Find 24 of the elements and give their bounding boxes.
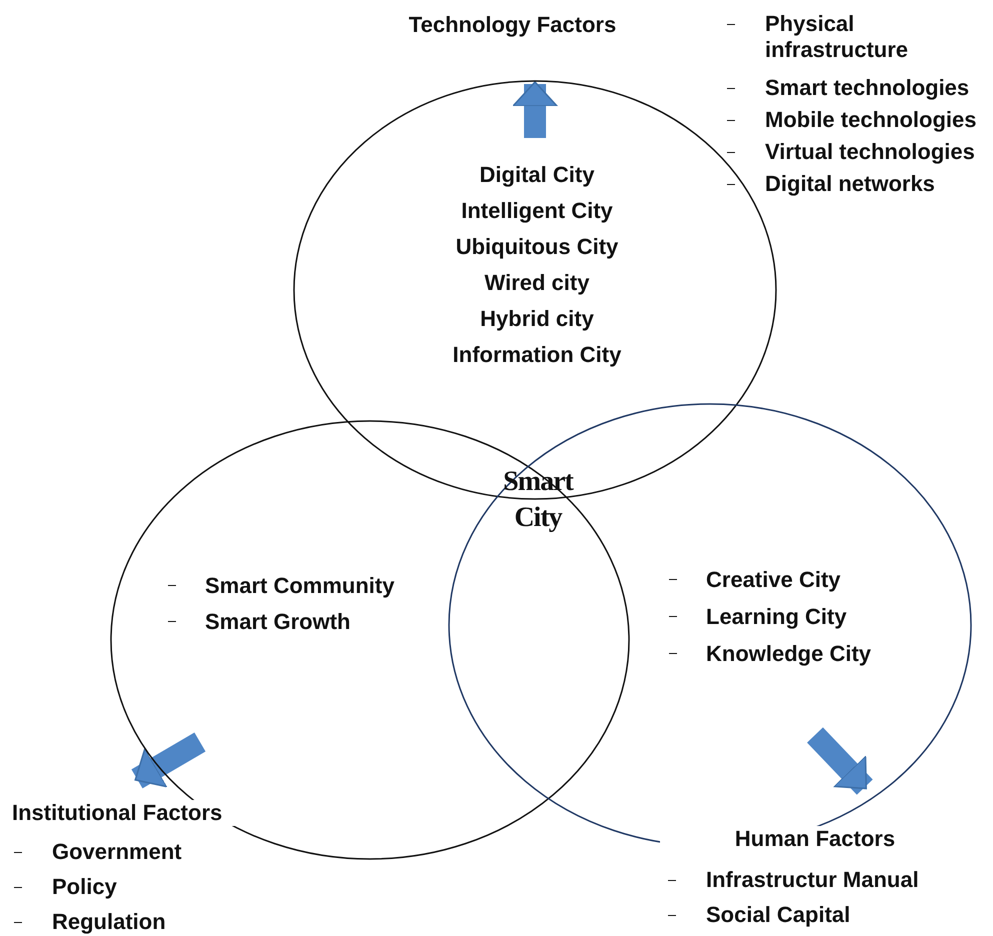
factor-item-text: Infrastructur Manual xyxy=(706,867,919,893)
circle-item-text: Intelligent City xyxy=(460,198,614,224)
circle-item-text: Creative City xyxy=(706,567,841,593)
factor-item-text: Social Capital xyxy=(706,902,850,928)
factor-item-text: Mobile technologies xyxy=(765,107,978,133)
circle-item-text: Learning City xyxy=(706,604,847,630)
circle-item-text: Digital City xyxy=(478,162,596,188)
circle-item-text: Smart Community xyxy=(205,573,394,599)
block-arrow xyxy=(131,732,206,788)
factor-item-text: Physical infrastructure xyxy=(765,11,910,63)
circle-item-text: Wired city xyxy=(484,270,590,296)
factor-item-text: Policy xyxy=(52,874,117,900)
block-arrow xyxy=(807,727,873,795)
circle-item-text: Information City xyxy=(452,342,622,368)
factor-item-text: Virtual technologies xyxy=(765,139,976,165)
circle-item-text: Ubiquitous City xyxy=(454,234,620,260)
factor-item-text: Smart technologies xyxy=(765,75,970,101)
factor-item-text: Digital networks xyxy=(765,171,936,197)
factor-item-text: Government xyxy=(52,839,182,865)
circle-item-text: Hybrid city xyxy=(479,306,595,332)
circle-item-text: Smart Growth xyxy=(205,609,350,635)
circle-item-text: Knowledge City xyxy=(706,641,872,667)
factor-item-text: Regulation xyxy=(52,909,166,935)
block-arrow xyxy=(512,81,558,138)
